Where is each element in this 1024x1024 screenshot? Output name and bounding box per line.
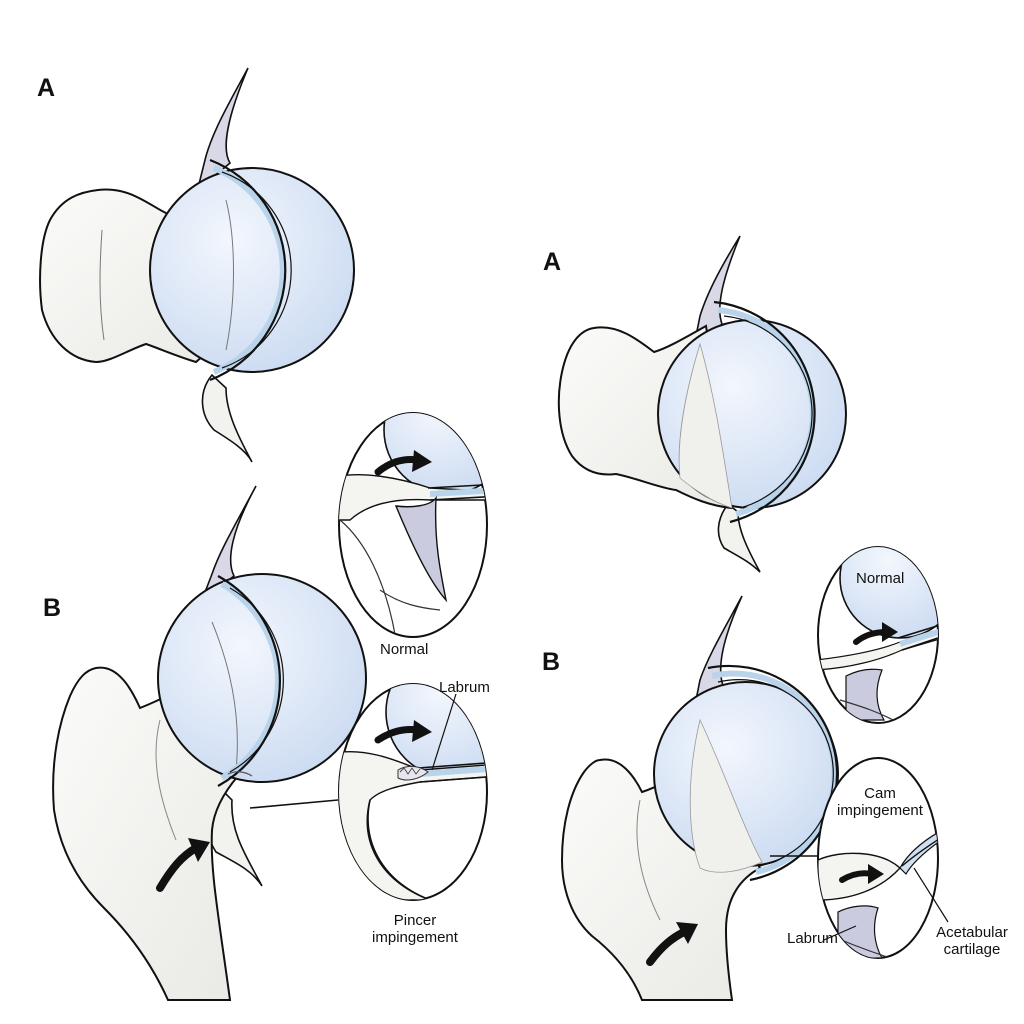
cam-panel-a-femur [557,235,847,573]
cam-panel-b-label: B [542,648,561,676]
acetabular-cartilage-line2: cartilage [943,941,1001,959]
cam-impingement-line1: Cam [864,785,896,802]
labrum-caption-left: Labrum [439,679,490,696]
normal-caption-left: Normal [380,641,429,658]
cam-panel-a-label: A [543,248,562,276]
acetabulum-rim-lower [201,373,253,463]
cam-impingement-line2: impingement [837,802,923,820]
acetabular-cartilage-caption: Acetabular cartilage [932,924,1012,959]
acetabular-cartilage-leader [913,867,949,923]
magnifier-normal-right [817,546,939,724]
femoral-head [157,573,367,783]
labrum-leader [823,925,857,941]
acetabular-cartilage-line1: Acetabular [936,924,1008,941]
cam-panel-b-femur [560,595,839,1001]
cam-bump [678,342,733,509]
pincer-panel-b-label: B [43,594,62,622]
magnifier-cam-impingement [817,757,949,959]
pincer-impingement-caption: Pincer impingement [363,912,467,947]
femoral-head [149,167,355,373]
magnifier-normal-left [338,412,488,638]
cam-impingement-caption: Cam impingement [828,785,932,820]
cam-bump [689,718,763,873]
pincer-impingement-line1: Pincer [393,912,437,929]
pincer-panel-b-femur [52,485,367,1001]
motion-arrow [156,844,200,892]
motion-arrow [646,928,688,966]
normal-caption-right: Normal [856,570,905,587]
pincer-panel-a-label: A [37,74,56,102]
pincer-impingement-line2: impingement [372,929,458,947]
labrum-leader [431,693,457,771]
pincer-panel-a-femur [39,67,355,463]
acetabulum-rim-lower [717,502,761,573]
labrum-caption-right: Labrum [787,930,838,947]
